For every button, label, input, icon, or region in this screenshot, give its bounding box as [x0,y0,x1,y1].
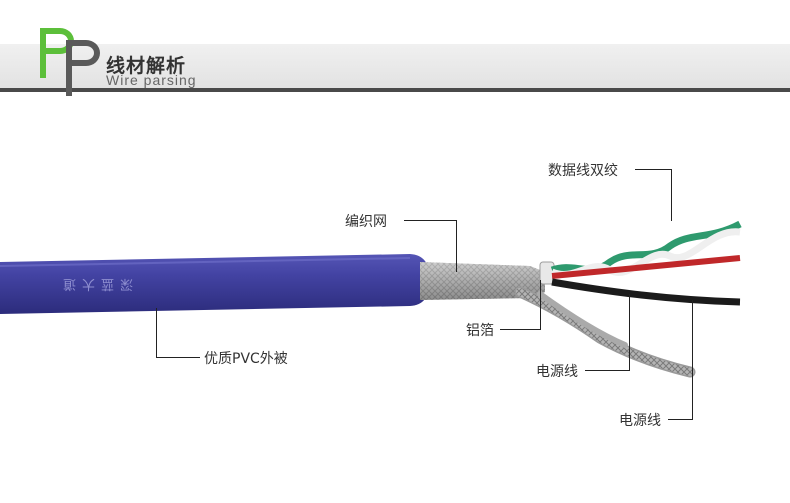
pvc-jacket [0,254,430,314]
leader-power2-v [692,300,693,420]
power-wire-red [551,255,741,279]
label-power-1: 电源线 [536,364,578,380]
leader-power1-h [585,370,629,371]
label-power-2: 电源线 [619,413,661,429]
twisted-pair-white [550,228,741,278]
header-banner [0,44,790,90]
pp-logo [40,28,100,96]
leader-foil-v [540,280,541,330]
leader-braid-v [456,220,457,272]
label-foil: 铝箔 [466,323,494,339]
leader-data-pair-v [671,169,672,221]
jacket-print-text: 深蓝大道 [57,276,133,291]
leader-jacket-v [156,308,157,358]
jacket-print: 深蓝大道 [57,276,133,291]
header-divider [0,88,790,92]
leader-foil-h [500,329,540,330]
section-subtitle: Wire parsing [106,72,197,88]
braid-strand-2 [537,291,628,348]
leader-jacket-h [156,357,200,358]
leader-braid-h [404,220,456,221]
label-data-pair: 数据线双绞 [548,163,618,179]
leader-data-pair-h [635,169,671,170]
label-jacket: 优质PVC外被 [204,351,288,367]
leader-power1-v [629,294,630,371]
power-wire-black [551,278,741,306]
label-braid: 编织网 [345,214,387,230]
section-title: 线材解析 [106,55,187,77]
leader-power2-h [668,419,692,420]
